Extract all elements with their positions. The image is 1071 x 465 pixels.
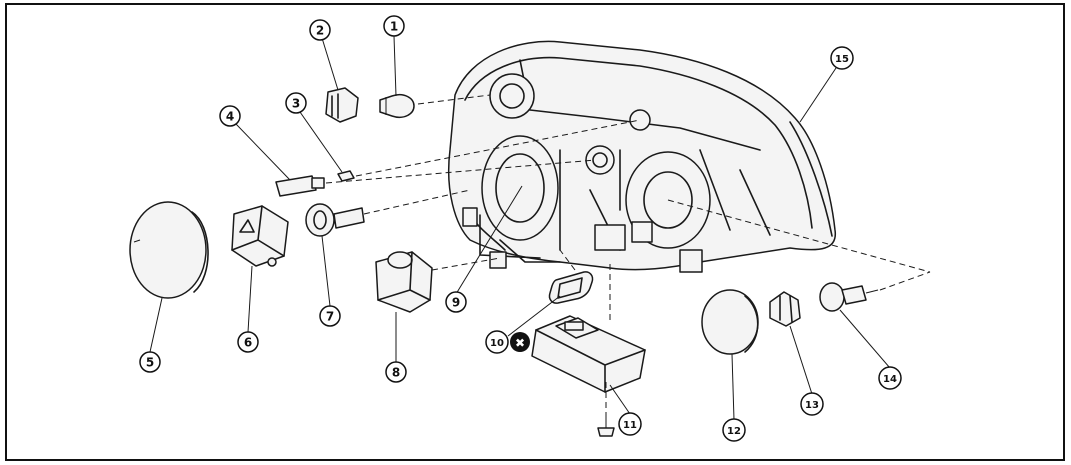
leader-lines (149, 35, 891, 421)
part-5-rear-cover (129, 201, 209, 299)
callout-14: 14 (878, 366, 902, 390)
callout-5: 5 (139, 351, 161, 373)
callout-label-8: 8 (392, 366, 400, 380)
callout-15: 15 (830, 46, 854, 70)
part-1-bulb (379, 94, 415, 118)
part-8-actuator (375, 251, 433, 313)
callout-3: 3 (285, 92, 307, 114)
callout-2: 2 (309, 19, 331, 41)
callout-label-1: 1 (390, 20, 398, 34)
callout-12: 12 (722, 418, 746, 442)
callout-10: 10 (485, 330, 509, 354)
part-10-gasket (548, 271, 594, 304)
callout-label-5: 5 (146, 356, 154, 370)
callout-1: 1 (383, 15, 405, 37)
part-2-socket (325, 87, 359, 123)
callout-label-2: 2 (316, 24, 324, 38)
callout-label-9: 9 (452, 296, 460, 310)
callout-label-13: 13 (805, 400, 819, 411)
replace-symbol-icon: ✖ (515, 336, 525, 350)
callout-label-12: 12 (727, 426, 741, 437)
callout-label-11: 11 (623, 420, 637, 431)
callout-label-15: 15 (835, 54, 849, 65)
alignment-lines (325, 94, 931, 418)
callout-7: 7 (319, 305, 341, 327)
diagram-frame (5, 3, 1065, 461)
part-14-halogen-bulb (819, 282, 879, 312)
part-4-marker-socket (275, 175, 325, 197)
part-12-cap (701, 289, 759, 355)
callout-label-3: 3 (292, 97, 300, 111)
part-11-ballast (531, 315, 646, 437)
callout-label-10: 10 (490, 338, 504, 349)
callout-11: 11 (618, 412, 642, 436)
part-13-socket (769, 291, 801, 327)
callout-8: 8 (385, 361, 407, 383)
part-7-bulb (305, 203, 365, 237)
part-6-igniter (231, 205, 289, 267)
callout-9: 9 (445, 291, 467, 313)
callout-label-6: 6 (244, 336, 252, 350)
callout-label-7: 7 (326, 310, 334, 324)
callout-13: 13 (800, 392, 824, 416)
callout-4: 4 (219, 105, 241, 127)
callout-label-4: 4 (226, 110, 234, 124)
callout-6: 6 (237, 331, 259, 353)
warning-symbol: ✖ (510, 332, 530, 352)
headlamp-housing (447, 40, 836, 273)
callout-label-14: 14 (883, 374, 897, 385)
part-3-wedge-bulb (337, 170, 355, 182)
